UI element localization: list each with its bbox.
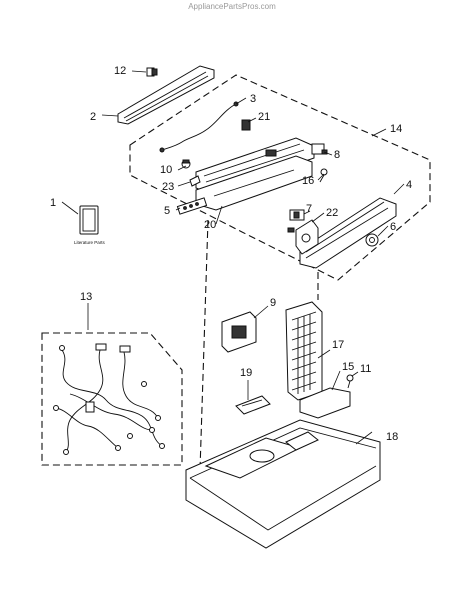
part-3-wire[interactable]: [159, 101, 239, 153]
part-9-switch-block[interactable]: [221, 311, 257, 353]
callout-6: 6: [390, 221, 396, 233]
part-4-console-cover[interactable]: [299, 197, 397, 269]
part-12-screw[interactable]: [146, 67, 158, 77]
callout-20: 20: [204, 219, 216, 231]
callout-22: 22: [326, 207, 338, 219]
part-2-console-trim[interactable]: [117, 65, 215, 125]
watermark-text: AppliancePartsPros.com: [188, 2, 276, 11]
callout-19: 19: [240, 367, 252, 379]
part-16-screw[interactable]: [319, 168, 328, 183]
part-5-switch[interactable]: [176, 197, 208, 215]
callout-17: 17: [332, 339, 344, 351]
wire-harness-outline: [41, 332, 183, 466]
callout-18: 18: [386, 431, 398, 443]
callout-12: 12: [114, 65, 126, 77]
part-22-timer-module[interactable]: [287, 219, 319, 255]
callout-13: 13: [80, 291, 92, 303]
part-18-top-panel[interactable]: [185, 419, 381, 549]
callout-3: 3: [250, 93, 256, 105]
callout-8: 8: [334, 149, 340, 161]
console-group-outline: [129, 74, 431, 281]
callout-10: 10: [160, 164, 172, 176]
callout-4: 4: [406, 179, 412, 191]
callout-15: 15: [342, 361, 354, 373]
part-15-filter-cover[interactable]: [299, 387, 351, 419]
callout-23: 23: [162, 181, 174, 193]
callout-labels: 1 2 3 4 5 6 7 8 9 10 11 12 13 14 15 16 1…: [50, 65, 412, 443]
literature-parts-label: Literature Parts: [74, 240, 106, 245]
callout-16: 16: [302, 175, 314, 187]
callout-21: 21: [258, 111, 270, 123]
callout-1: 1: [50, 197, 56, 209]
part-6-knob[interactable]: [365, 233, 379, 247]
callout-5: 5: [164, 205, 170, 217]
part-7-switch[interactable]: [289, 209, 305, 221]
part-17-lint-screen[interactable]: [285, 301, 323, 401]
part-10-knob[interactable]: [181, 159, 191, 169]
leader-lines: [61, 70, 405, 445]
callout-9: 9: [270, 297, 276, 309]
part-13-wire-harness[interactable]: [53, 343, 165, 455]
part-11-screw[interactable]: [346, 374, 354, 389]
callout-7: 7: [306, 203, 312, 215]
callout-11: 11: [360, 363, 371, 375]
part-21-clip[interactable]: [241, 119, 251, 131]
callout-2: 2: [90, 111, 96, 123]
part-23-fastener[interactable]: [189, 175, 201, 187]
part-1-literature[interactable]: Literature Parts: [74, 205, 106, 245]
callout-14: 14: [390, 123, 402, 135]
part-19-seal[interactable]: [235, 395, 271, 415]
console-group-drop-line: [199, 219, 209, 471]
